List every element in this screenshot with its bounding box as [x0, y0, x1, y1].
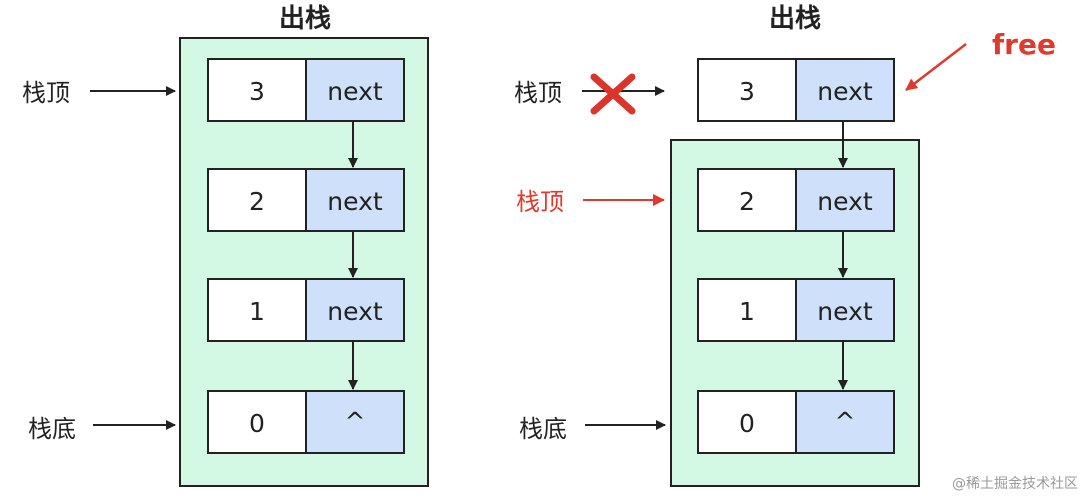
node-pointer-cell [795, 58, 895, 122]
node-pointer: next [817, 297, 873, 326]
left-node-1: 1 next [207, 278, 405, 342]
node-pointer-cell [795, 278, 895, 342]
node-pointer-cell [795, 390, 895, 454]
node-value: 1 [739, 297, 755, 326]
node-value: 2 [249, 187, 265, 216]
left-top-label: 栈顶 [22, 79, 70, 107]
left-node-2: 2 next [207, 168, 405, 232]
right-node-3-popped: 3 next [697, 58, 895, 122]
right-panel-title: 出栈 [769, 4, 821, 34]
node-value-cell [207, 390, 307, 454]
right-old-top-label: 栈顶 [514, 79, 562, 107]
node-pointer-cell [305, 58, 405, 122]
node-value-cell [697, 168, 797, 232]
free-label: free [992, 28, 1056, 61]
node-value-cell [207, 58, 307, 122]
node-value-cell [697, 278, 797, 342]
node-value: 0 [739, 409, 755, 438]
right-bottom-label: 栈底 [519, 415, 567, 443]
node-pointer-cell [305, 390, 405, 454]
node-pointer-cell [305, 278, 405, 342]
node-value: 0 [249, 409, 265, 438]
free-arrow [905, 43, 967, 91]
watermark: @稀土掘金技术社区 [952, 476, 1078, 492]
left-node-3: 3 next [207, 58, 405, 122]
left-node-0: 0 ^ [207, 390, 405, 454]
node-value: 1 [249, 297, 265, 326]
left-panel-title: 出栈 [279, 4, 331, 34]
node-pointer-cell [305, 168, 405, 232]
node-value-cell [697, 58, 797, 122]
node-pointer: ^ [835, 407, 856, 436]
node-pointer: ^ [345, 407, 366, 436]
right-node-2: 2 next [697, 168, 895, 232]
node-pointer-cell [795, 168, 895, 232]
node-value: 2 [739, 187, 755, 216]
node-value: 3 [249, 77, 265, 106]
cross-icon [590, 73, 636, 115]
left-bottom-label: 栈底 [28, 415, 76, 443]
node-pointer: next [327, 297, 383, 326]
node-value: 3 [739, 77, 755, 106]
right-node-0: 0 ^ [697, 390, 895, 454]
node-pointer: next [327, 77, 383, 106]
node-pointer: next [817, 187, 873, 216]
right-new-top-label: 栈顶 [516, 188, 564, 216]
node-pointer: next [817, 77, 873, 106]
node-pointer: next [327, 187, 383, 216]
right-node-1: 1 next [697, 278, 895, 342]
node-value-cell [207, 278, 307, 342]
